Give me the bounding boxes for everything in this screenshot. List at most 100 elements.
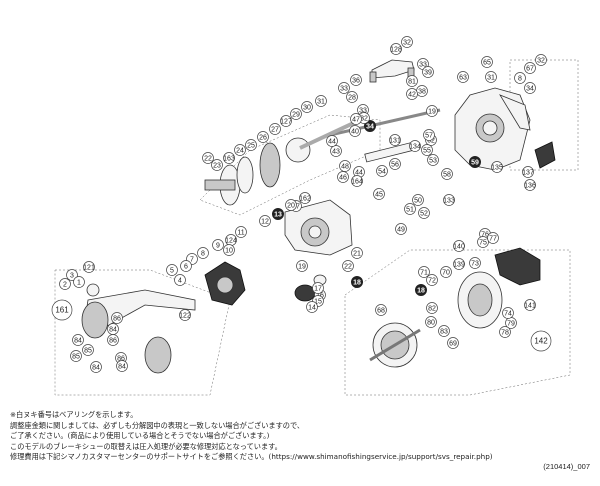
part-number-84: 84 xyxy=(72,334,84,346)
part-number-circle xyxy=(426,302,438,314)
main-frame xyxy=(454,87,531,171)
part-number-circle xyxy=(522,166,534,178)
part-number-text: 76 xyxy=(481,231,489,238)
part-number-circle xyxy=(427,154,439,166)
part-number-83: 83 xyxy=(438,325,450,337)
part-number-77: 77 xyxy=(487,232,499,244)
part-number-48: 48 xyxy=(339,160,351,172)
part-number-text: 86 xyxy=(109,337,117,344)
part-number-45: 45 xyxy=(373,188,385,200)
part-number-text: 46 xyxy=(339,174,347,181)
part-number-text: 8 xyxy=(518,75,522,82)
part-number-circle xyxy=(342,260,354,272)
part-number-81: 81 xyxy=(406,75,418,87)
part-number-text: 4 xyxy=(178,277,182,284)
part-number-30: 30 xyxy=(301,101,313,113)
part-number-6: 6 xyxy=(180,260,192,272)
part-number-text: 163 xyxy=(223,155,235,162)
part-number-text: 67 xyxy=(526,65,534,72)
part-number-text: 31 xyxy=(487,74,495,81)
part-number-circle xyxy=(406,88,418,100)
part-number-circle xyxy=(280,115,292,127)
part-number-circle xyxy=(453,240,465,252)
part-number-text: 162 xyxy=(299,195,311,202)
part-number-circle xyxy=(440,266,452,278)
part-number-text: 14 xyxy=(308,304,316,311)
part-labels: 3212832653339636788131384234363331302928… xyxy=(51,36,552,373)
part-number-circle xyxy=(530,330,552,352)
part-number-circle xyxy=(59,278,71,290)
part-number-137: 137 xyxy=(522,166,534,178)
part-number-circle xyxy=(83,261,95,273)
part-number-text: 39 xyxy=(424,69,432,76)
part-number-23: 23 xyxy=(211,159,223,171)
part-number-text: 13 xyxy=(274,211,282,218)
part-number-8: 8 xyxy=(197,247,209,259)
part-number-32: 32 xyxy=(401,36,413,48)
part-number-text: 86 xyxy=(113,315,121,322)
part-number-text: 161 xyxy=(55,305,69,314)
level-wind-cover xyxy=(369,59,415,83)
part-number-4: 4 xyxy=(174,274,186,286)
part-number-67: 67 xyxy=(524,62,536,74)
part-number-46: 46 xyxy=(337,171,349,183)
part-number-text: 54 xyxy=(378,168,386,175)
part-number-text: 70 xyxy=(442,269,450,276)
part-number-text: 31 xyxy=(317,98,325,105)
part-number-circle xyxy=(70,350,82,362)
part-number-text: 51 xyxy=(406,206,414,213)
part-number-84: 84 xyxy=(90,361,102,373)
part-number-circle xyxy=(409,140,421,152)
part-number-128: 128 xyxy=(390,43,402,55)
group-box-spool-shaft xyxy=(199,114,381,216)
part-number-circle xyxy=(423,129,435,141)
part-number-text: 142 xyxy=(534,336,548,345)
part-number-circle xyxy=(166,264,178,276)
handle-knob-upper xyxy=(81,301,109,339)
part-number-circle xyxy=(107,323,119,335)
part-number-circle xyxy=(223,244,235,256)
part-number-70: 70 xyxy=(440,266,452,278)
part-number-text: 84 xyxy=(92,364,100,371)
part-number-circle xyxy=(346,91,358,103)
part-number-text: 19 xyxy=(298,263,306,270)
part-number-text: 136 xyxy=(524,182,536,189)
part-number-circle xyxy=(415,284,427,296)
part-number-22: 22 xyxy=(342,260,354,272)
part-number-circle xyxy=(421,144,433,156)
part-number-13: 13 xyxy=(272,208,284,220)
part-number-circle xyxy=(296,260,308,272)
group-box-top-right xyxy=(509,59,579,171)
part-number-circle xyxy=(337,171,349,183)
star-drag xyxy=(204,261,246,306)
part-number-text: 28 xyxy=(348,94,356,101)
part-number-circle xyxy=(211,159,223,171)
part-number-text: 122 xyxy=(179,312,191,319)
part-number-circle xyxy=(116,360,128,372)
part-number-43: 43 xyxy=(330,145,342,157)
part-number-124: 124 xyxy=(225,234,237,246)
part-number-text: 7 xyxy=(190,256,194,263)
part-number-text: 141 xyxy=(524,302,536,309)
part-number-text: 49 xyxy=(397,226,405,233)
part-number-circle xyxy=(425,316,437,328)
part-number-text: 22 xyxy=(344,263,352,270)
part-number-circle xyxy=(338,82,350,94)
part-number-text: 17 xyxy=(314,285,322,292)
part-number-circle xyxy=(66,269,78,281)
part-number-133: 133 xyxy=(443,194,455,206)
part-number-circle xyxy=(469,257,481,269)
part-number-19: 19 xyxy=(296,260,308,272)
part-number-circle xyxy=(197,247,209,259)
exploded-parts-diagram: 3212832653339636788131384234363331302928… xyxy=(51,36,579,396)
part-number-86: 86 xyxy=(111,312,123,324)
drive-gear-housing xyxy=(284,199,353,256)
part-number-17: 17 xyxy=(312,282,324,294)
part-number-text: 1 xyxy=(77,279,81,286)
note-line: ご了承ください。(商品により使用している場合とそうでない場合がございます。) xyxy=(10,431,270,440)
part-number-text: 44 xyxy=(355,169,363,176)
part-number-52: 52 xyxy=(418,207,430,219)
part-number-circle xyxy=(272,208,284,220)
part-number-text: 33 xyxy=(340,85,348,92)
part-number-19: 19 xyxy=(426,105,438,117)
